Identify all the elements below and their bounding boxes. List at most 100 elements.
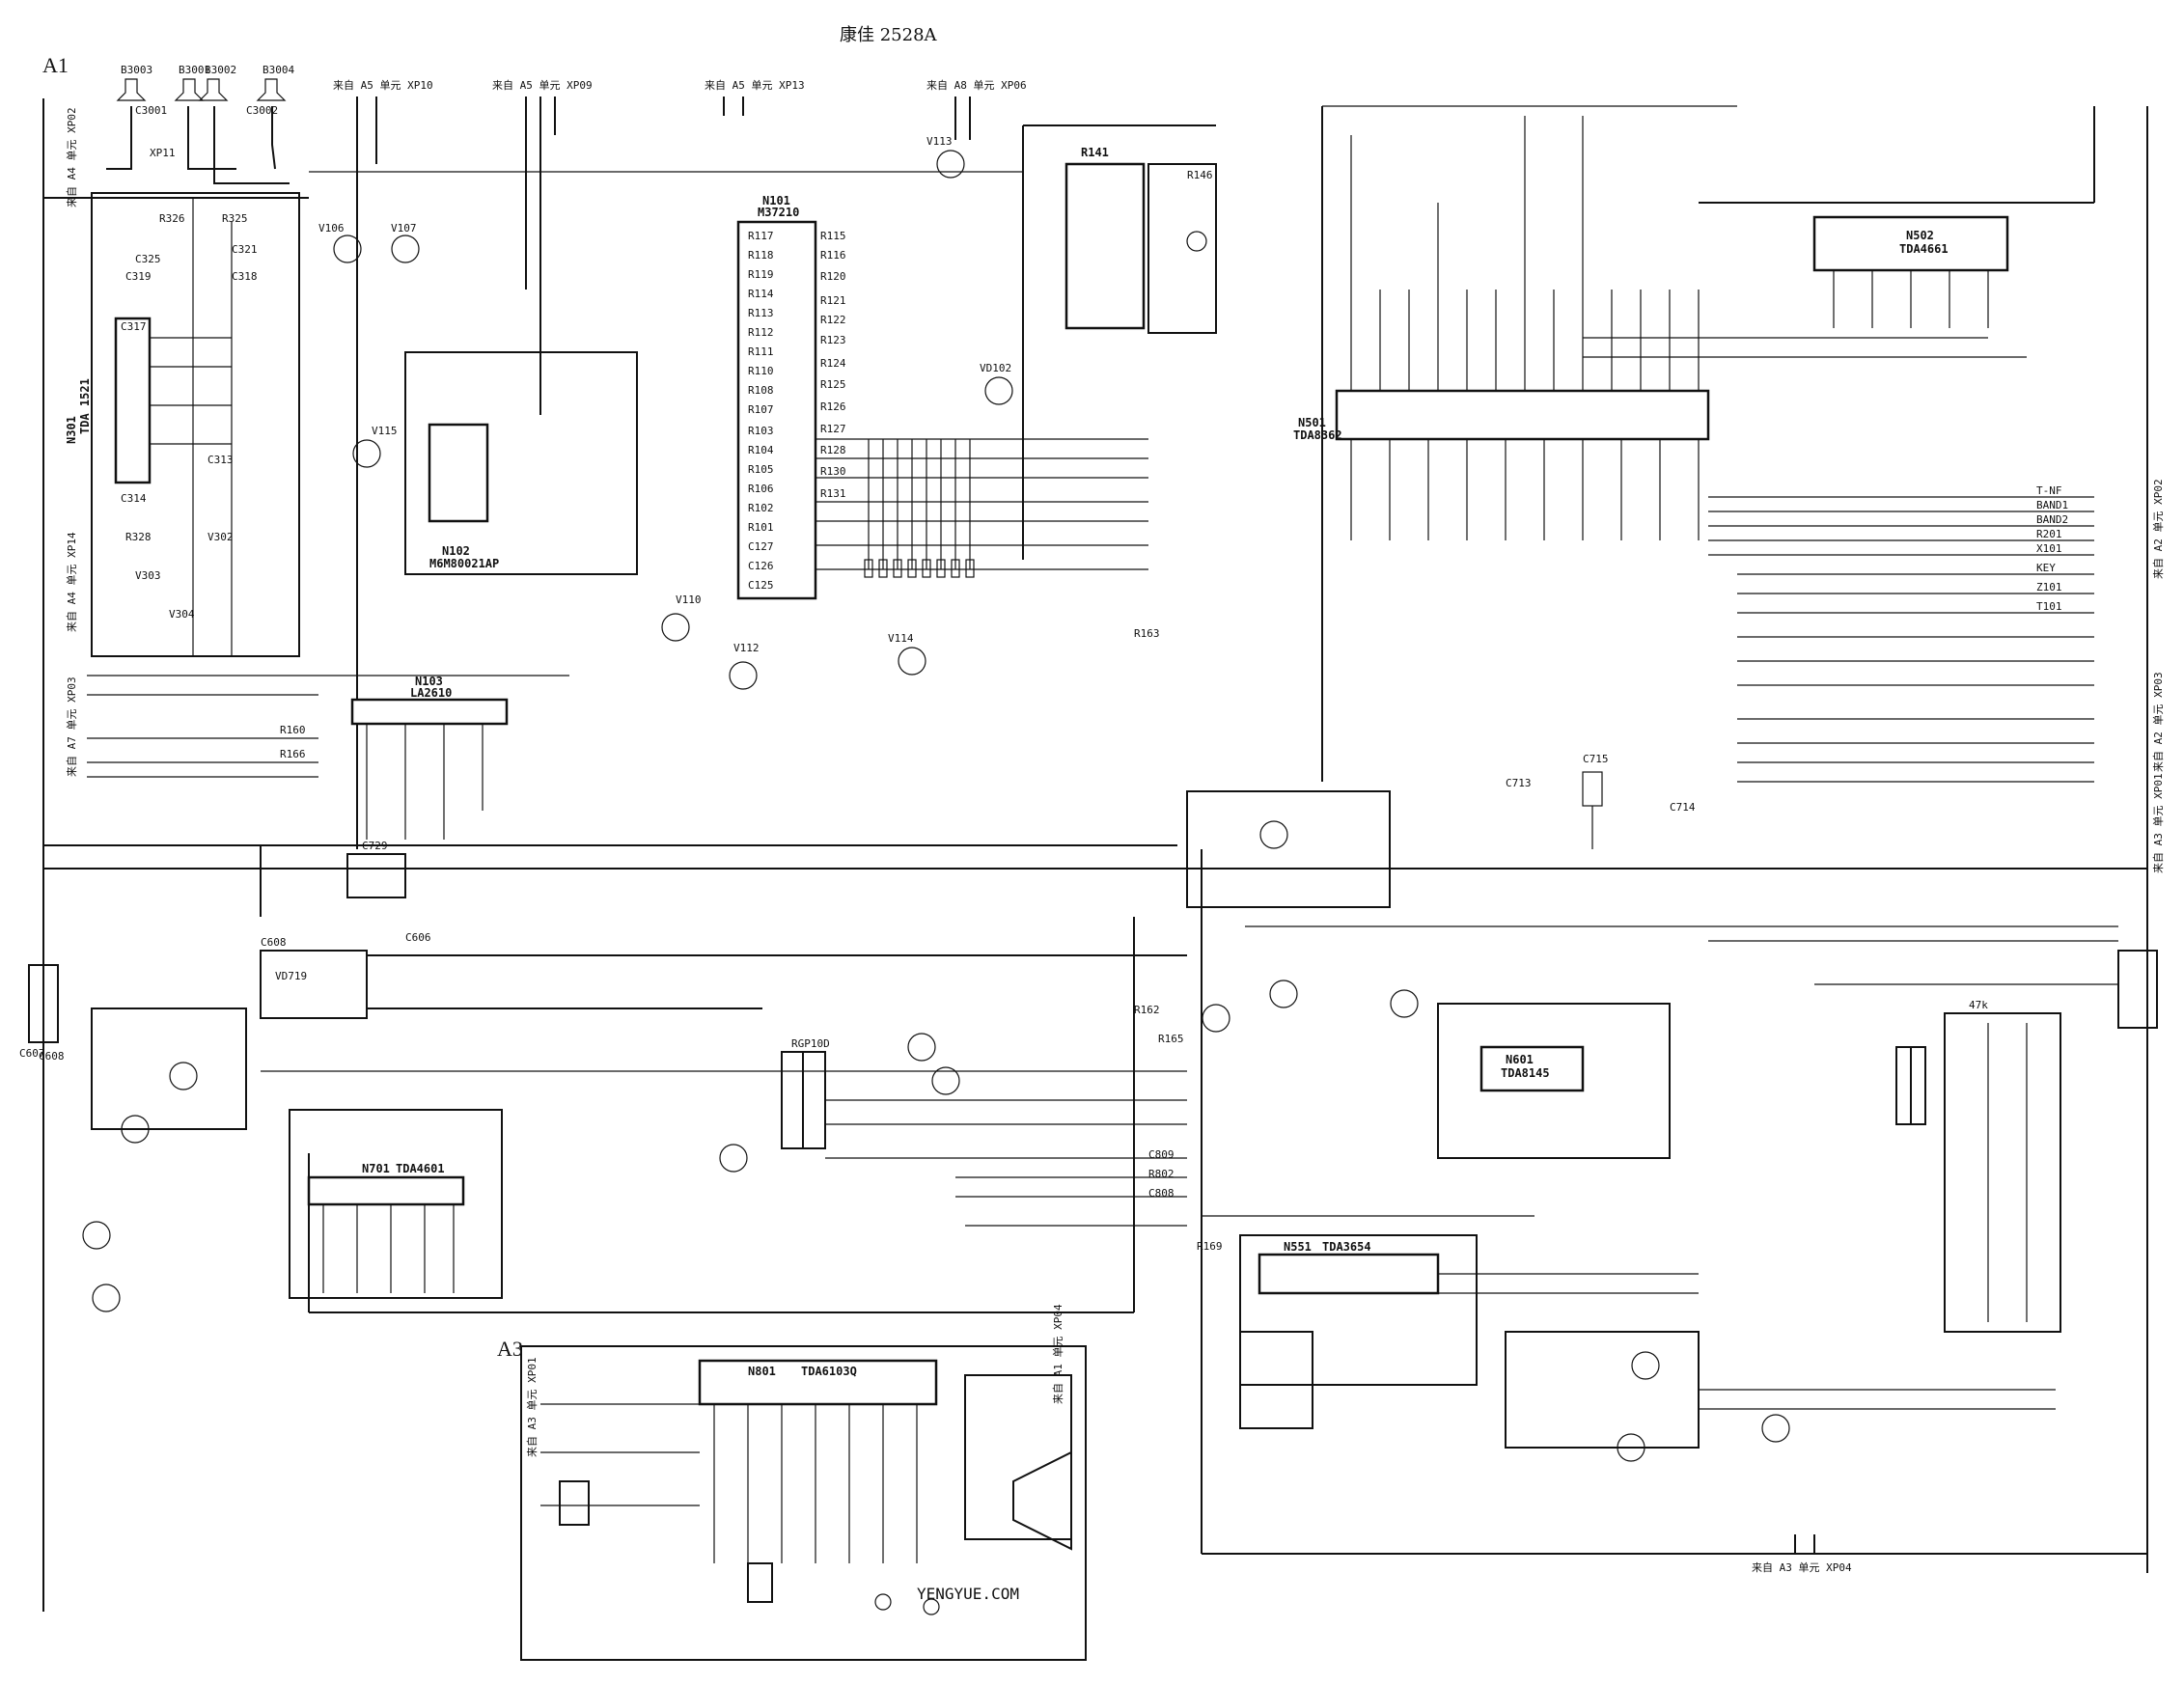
svg-text:R130: R130 — [820, 465, 846, 478]
svg-text:TDA 1521: TDA 1521 — [78, 378, 92, 434]
svg-text:N501: N501 — [1298, 416, 1326, 429]
svg-text:来自 A7 单元 XP03: 来自 A7 单元 XP03 — [66, 676, 78, 777]
svg-text:来自 A5 单元 XP09: 来自 A5 单元 XP09 — [492, 79, 593, 92]
svg-text:N102: N102 — [442, 544, 470, 558]
svg-text:来自 A2 单元 XP03: 来自 A2 单元 XP03 — [2152, 672, 2165, 772]
svg-text:C809: C809 — [1148, 1148, 1175, 1161]
svg-text:TDA6103Q: TDA6103Q — [801, 1365, 857, 1378]
crt-neck-icon — [1012, 1450, 1072, 1551]
svg-text:TDA3654: TDA3654 — [1322, 1240, 1371, 1254]
svg-text:C608: C608 — [39, 1050, 65, 1063]
svg-text:R162: R162 — [1134, 1004, 1160, 1016]
resistor-ladder — [864, 439, 975, 578]
svg-text:T-NF: T-NF — [2036, 484, 2062, 497]
tuner-block: R141 R146 — [1022, 124, 1217, 560]
svg-text:C319: C319 — [125, 270, 152, 283]
svg-text:R102: R102 — [748, 502, 774, 514]
flyback-t602 — [1944, 1012, 2061, 1333]
svg-text:R107: R107 — [748, 403, 774, 416]
svg-text:RGP10D: RGP10D — [791, 1037, 830, 1050]
rgb-processor-n502: N502 TDA4661 — [1583, 106, 2095, 358]
svg-text:B3002: B3002 — [205, 64, 236, 76]
svg-text:VD719: VD719 — [275, 970, 307, 982]
svg-text:R166: R166 — [280, 748, 306, 760]
right-bus: 来自 A2 单元 XP02 来自 A2 单元 XP03 来自 A3 单元 XP0… — [1708, 479, 2165, 873]
svg-text:R121: R121 — [820, 294, 846, 307]
switching-ic-n701: N701 TDA4601 — [82, 1062, 503, 1312]
svg-text:V304: V304 — [169, 608, 195, 621]
svg-text:R123: R123 — [820, 334, 846, 346]
svg-text:R106: R106 — [748, 483, 774, 495]
svg-text:N701: N701 — [362, 1162, 390, 1175]
svg-text:Z101: Z101 — [2036, 581, 2062, 594]
svg-text:B3004: B3004 — [263, 64, 294, 76]
svg-text:V114: V114 — [888, 632, 914, 645]
svg-text:R120: R120 — [820, 270, 846, 283]
speaker-icon — [116, 78, 287, 101]
top-connectors: 来自 A5 单元 XP10 来自 A5 单元 XP09 来自 A5 单元 XP1… — [309, 79, 1027, 849]
svg-text:C3001: C3001 — [135, 104, 167, 117]
svg-text:R119: R119 — [748, 268, 774, 281]
section-a1-tag: A1 — [42, 53, 69, 77]
svg-text:V302: V302 — [207, 531, 234, 543]
svg-text:N801: N801 — [748, 1365, 776, 1378]
crystal-area: C715 C713 C714 — [1186, 753, 1696, 908]
svg-text:M37210: M37210 — [758, 206, 799, 219]
svg-text:C126: C126 — [748, 560, 774, 572]
horizontal-section: N601 TDA8145 47k — [1202, 925, 2158, 1333]
watermark: YENGYUE.COM — [917, 1585, 1019, 1603]
svg-text:B3001: B3001 — [179, 64, 210, 76]
svg-text:R126: R126 — [820, 400, 846, 413]
svg-text:R116: R116 — [820, 249, 846, 262]
svg-text:R117: R117 — [748, 230, 774, 242]
svg-text:R104: R104 — [748, 444, 774, 456]
svg-text:R128: R128 — [820, 444, 846, 456]
svg-text:R103: R103 — [748, 425, 774, 437]
svg-text:C714: C714 — [1670, 801, 1696, 814]
svg-text:C3002: C3002 — [246, 104, 278, 117]
svg-text:C314: C314 — [121, 492, 147, 505]
svg-text:V106: V106 — [318, 222, 345, 235]
svg-text:来自 A5 单元 XP10: 来自 A5 单元 XP10 — [333, 79, 433, 92]
svg-text:来自 A5 单元 XP13: 来自 A5 单元 XP13 — [705, 79, 805, 92]
svg-text:R115: R115 — [820, 230, 846, 242]
svg-text:X101: X101 — [2036, 542, 2062, 555]
svg-text:R108: R108 — [748, 384, 774, 397]
svg-text:来自 A3 单元 XP01: 来自 A3 单元 XP01 — [526, 1357, 539, 1457]
svg-text:V112: V112 — [733, 642, 760, 654]
svg-text:R112: R112 — [748, 326, 774, 339]
svg-text:R101: R101 — [748, 521, 774, 534]
svg-text:R169: R169 — [1197, 1240, 1223, 1253]
power-supply-block: C729 VD719 C607 C608 C608 C606 — [19, 840, 1187, 1130]
svg-text:R165: R165 — [1158, 1033, 1184, 1045]
svg-text:V115: V115 — [372, 425, 398, 437]
svg-text:R328: R328 — [125, 531, 152, 543]
svg-text:C317: C317 — [121, 320, 147, 333]
a3-board: N801 TDA6103Q 来自 A1 单元 XP04 来自 A3 单元 XP0… — [520, 1304, 1087, 1661]
transistor-cluster: V106 V107 V115 V110 V112 V114 VD102 V113 — [318, 135, 1013, 690]
svg-text:N101: N101 — [762, 194, 790, 207]
vertical-ic-n103: N103 LA2610 — [350, 675, 509, 840]
svg-text:R111: R111 — [748, 345, 774, 358]
svg-text:来自 A8 单元 XP06: 来自 A8 单元 XP06 — [926, 79, 1027, 92]
svg-text:M6M80021AP: M6M80021AP — [429, 557, 499, 570]
svg-text:C606: C606 — [405, 931, 431, 944]
bottom-right-section: 来自 A3 单元 XP04 — [1505, 1331, 2056, 1574]
section-a3-tag: A3 — [497, 1337, 523, 1361]
svg-text:R113: R113 — [748, 307, 774, 319]
svg-text:XP11: XP11 — [150, 147, 176, 159]
svg-text:R802: R802 — [1148, 1168, 1175, 1180]
svg-text:来自 A2 单元 XP02: 来自 A2 单元 XP02 — [2152, 479, 2165, 579]
svg-text:V110: V110 — [676, 594, 702, 606]
svg-text:V107: V107 — [391, 222, 417, 235]
svg-text:C808: C808 — [1148, 1187, 1175, 1200]
svg-text:BAND1: BAND1 — [2036, 499, 2068, 511]
svg-text:来自 A4 单元 XP02: 来自 A4 单元 XP02 — [66, 107, 78, 207]
signal-processor-n501: N501 TDA8362 — [1293, 105, 1737, 782]
svg-text:C313: C313 — [207, 454, 234, 466]
svg-text:R105: R105 — [748, 463, 774, 476]
speaker-block: B3003 B3001 B3002 B3004 C3001 C3002 XP11 — [106, 64, 294, 184]
svg-text:R114: R114 — [748, 288, 774, 300]
left-connectors: 来自 A4 单元 XP02 来自 A4 单元 XP14 来自 A7 单元 XP0… — [66, 107, 569, 778]
